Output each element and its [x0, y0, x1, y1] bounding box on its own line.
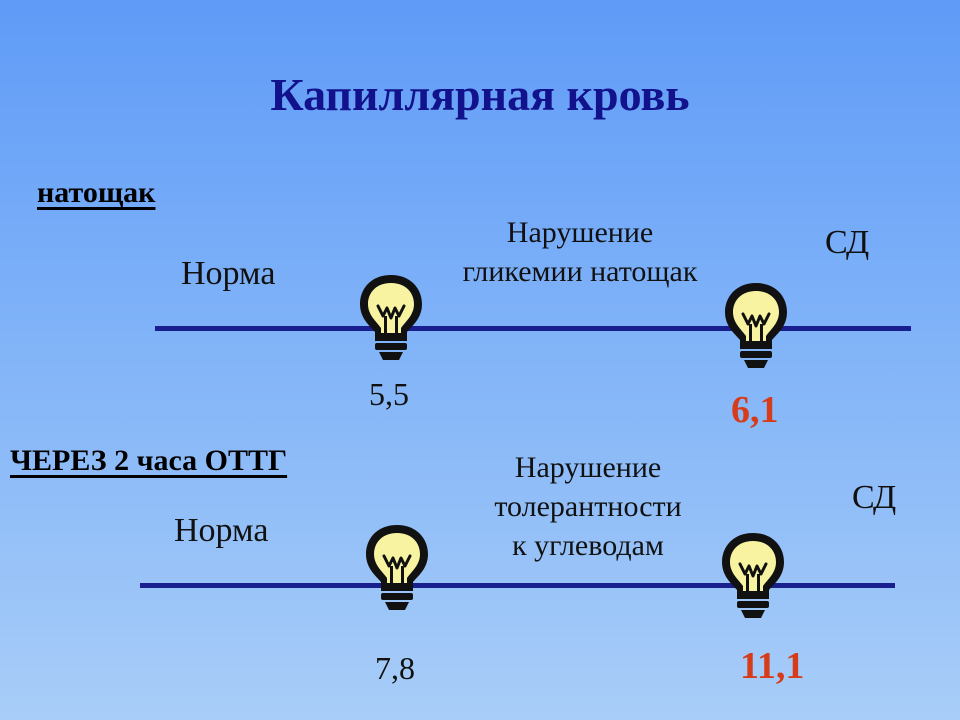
ogtt-threshold-low: 7,8 — [375, 650, 415, 686]
lightbulb-icon — [362, 522, 432, 612]
lightbulb-icon — [718, 530, 788, 620]
fasting-dm-label: СД — [825, 224, 870, 261]
ogtt-dm-label: СД — [852, 479, 897, 516]
ogtt-threshold-high: 11,1 — [740, 645, 805, 687]
ogtt-scale-line — [140, 583, 895, 588]
ogtt-heading: ЧЕРЕЗ 2 часа ОТТГ — [10, 444, 288, 477]
ogtt-norm-label: Норма — [174, 512, 269, 549]
fasting-threshold-high: 6,1 — [731, 389, 779, 431]
fasting-heading: натощак — [37, 176, 156, 209]
fasting-scale-line — [155, 326, 911, 331]
fasting-threshold-low: 5,5 — [369, 376, 409, 412]
lightbulb-icon — [721, 280, 791, 370]
lightbulb-icon — [356, 272, 426, 362]
page-title: Капиллярная кровь — [270, 69, 690, 120]
fasting-norm-label: Норма — [181, 255, 276, 292]
ogtt-impaired-label: Нарушение толерантности к углеводам — [494, 451, 682, 562]
fasting-impaired-label: Нарушение гликемии натощак — [462, 216, 698, 288]
